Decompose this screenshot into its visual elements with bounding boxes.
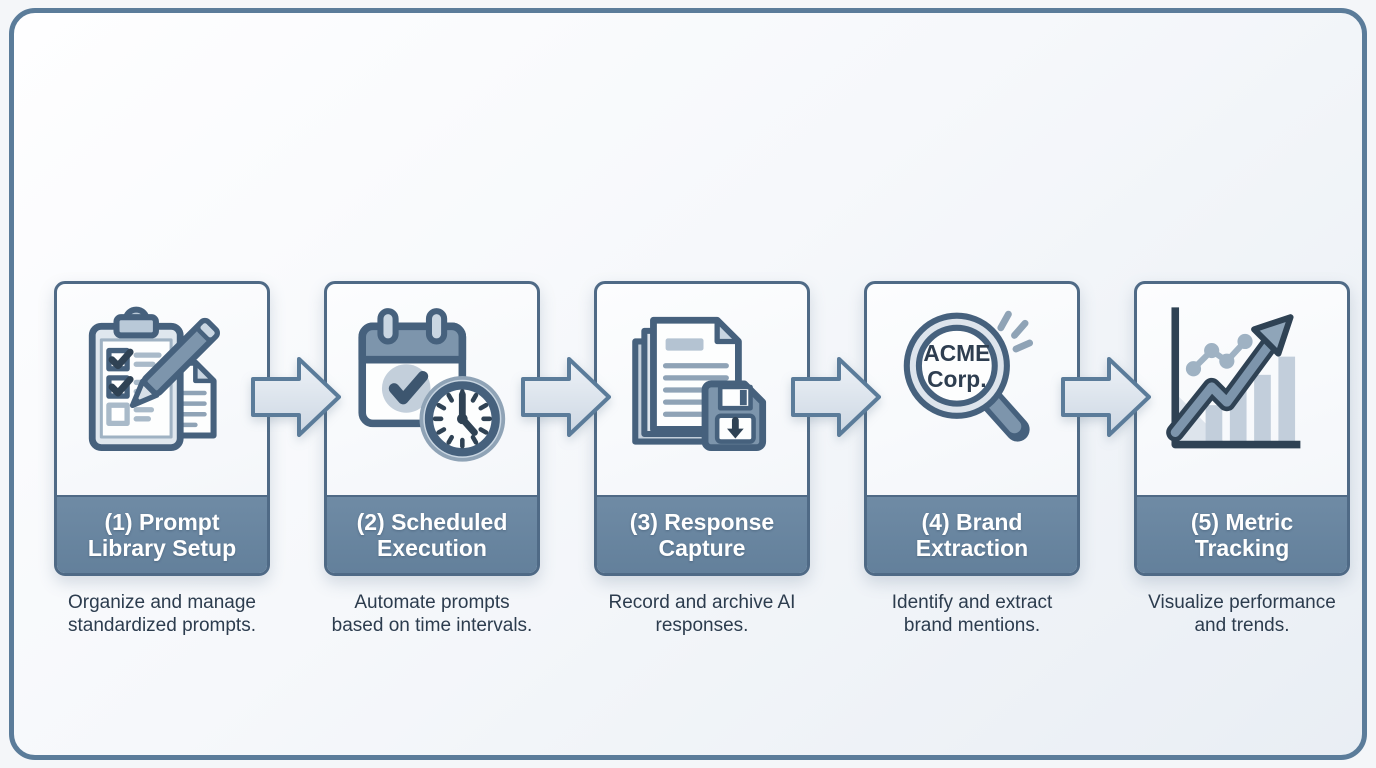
flow-arrow xyxy=(791,281,881,576)
step-title: (2) Scheduled Execution xyxy=(356,509,508,561)
step-5: (5) Metric Tracking Visualize performanc… xyxy=(1134,281,1350,637)
step-title: (5) Metric Tracking xyxy=(1190,509,1294,561)
magnifier-brand-icon: ACME Corp. xyxy=(903,310,1034,442)
brand-name-text: ACME xyxy=(923,340,990,366)
step-title: (3) Response Capture xyxy=(629,509,775,561)
step-description: Identify and extract brand mentions. xyxy=(891,592,1053,636)
step-card: (5) Metric Tracking xyxy=(1134,281,1350,576)
step-2: (2) Scheduled Execution Automate prompts… xyxy=(324,281,540,637)
calendar-clock-icon xyxy=(358,307,506,462)
step-description: Visualize performance and trends. xyxy=(1148,592,1336,636)
step-card: (1) Prompt Library Setup xyxy=(54,281,270,576)
flow-arrow-icon xyxy=(521,357,611,437)
step-card: ACME Corp. (4) Brand Extraction xyxy=(864,281,1080,576)
flow-arrow xyxy=(251,281,341,576)
flow-arrow-icon xyxy=(1061,357,1151,437)
documents-save-disk-icon xyxy=(632,316,767,451)
step-title-band: (3) Response Capture xyxy=(597,495,807,573)
step-icon-area xyxy=(597,284,807,495)
step-4: ACME Corp. (4) Brand Extraction Identify… xyxy=(864,281,1080,637)
step-icon-area xyxy=(327,284,537,495)
flow-arrow-icon xyxy=(791,357,881,437)
step-title-band: (1) Prompt Library Setup xyxy=(57,495,267,573)
step-title-band: (4) Brand Extraction xyxy=(867,495,1077,573)
step-title-band: (2) Scheduled Execution xyxy=(327,495,537,573)
step-card: (3) Response Capture xyxy=(594,281,810,576)
trend-chart-arrow-icon xyxy=(1166,306,1301,448)
flow-arrow-icon xyxy=(251,357,341,437)
step-description: Automate prompts based on time intervals… xyxy=(331,592,533,636)
diagram-canvas: (1) Prompt Library Setup Organize and ma… xyxy=(9,8,1367,760)
step-icon-area xyxy=(57,284,267,495)
flow-arrow xyxy=(1061,281,1151,576)
step-description: Record and archive AI responses. xyxy=(608,592,796,636)
clipboard-checklist-pen-icon xyxy=(88,306,220,451)
step-icon-area: ACME Corp. xyxy=(867,284,1077,495)
step-1: (1) Prompt Library Setup Organize and ma… xyxy=(54,281,270,637)
process-flow-diagram: (1) Prompt Library Setup Organize and ma… xyxy=(54,281,1350,637)
brand-name-text: Corp. xyxy=(927,365,986,391)
step-3: (3) Response Capture Record and archive … xyxy=(594,281,810,637)
step-title: (4) Brand Extraction xyxy=(915,509,1029,561)
step-icon-area xyxy=(1137,284,1347,495)
step-description: Organize and manage standardized prompts… xyxy=(67,592,256,636)
step-card: (2) Scheduled Execution xyxy=(324,281,540,576)
flow-arrow xyxy=(521,281,611,576)
step-title: (1) Prompt Library Setup xyxy=(87,509,237,561)
step-title-band: (5) Metric Tracking xyxy=(1137,495,1347,573)
